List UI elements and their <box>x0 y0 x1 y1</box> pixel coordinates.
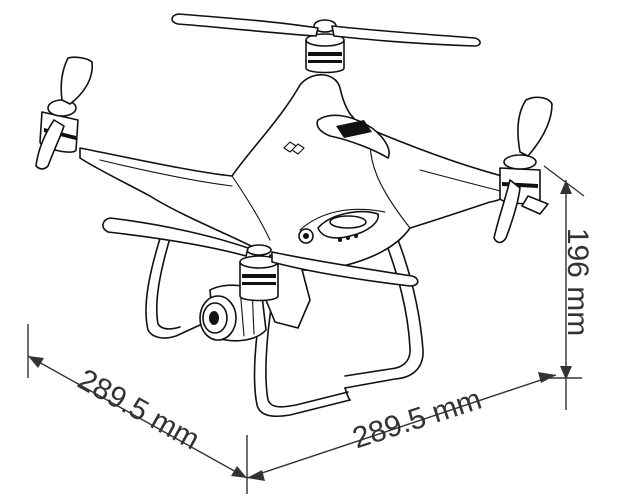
right-width-dimension: 289.5 mm <box>246 372 557 481</box>
propellers <box>35 13 553 287</box>
right-width-label: 289.5 mm <box>349 383 486 456</box>
motor-front-left <box>239 244 279 302</box>
right-width-arrow-b <box>538 372 556 383</box>
left-width-dimension-line <box>27 355 248 479</box>
height-extension-top <box>543 165 585 197</box>
left-width-arrow-b <box>231 466 247 478</box>
right-width-arrow-a <box>247 470 265 481</box>
left-width-dimension: 289.5 mm <box>27 324 248 494</box>
left-width-arrow-a <box>28 356 44 368</box>
left-width-label: 289.5 mm <box>72 363 205 457</box>
quadcopter-drone-icon <box>35 13 553 418</box>
height-arrow-top <box>560 180 572 194</box>
motor-rear-center <box>305 19 345 74</box>
height-label: 196 mm <box>561 228 594 336</box>
height-arrow-bottom <box>560 366 572 380</box>
height-dimension: 196 mm <box>543 165 594 410</box>
right-width-dimension-line <box>246 374 557 479</box>
drone-body <box>79 74 512 272</box>
